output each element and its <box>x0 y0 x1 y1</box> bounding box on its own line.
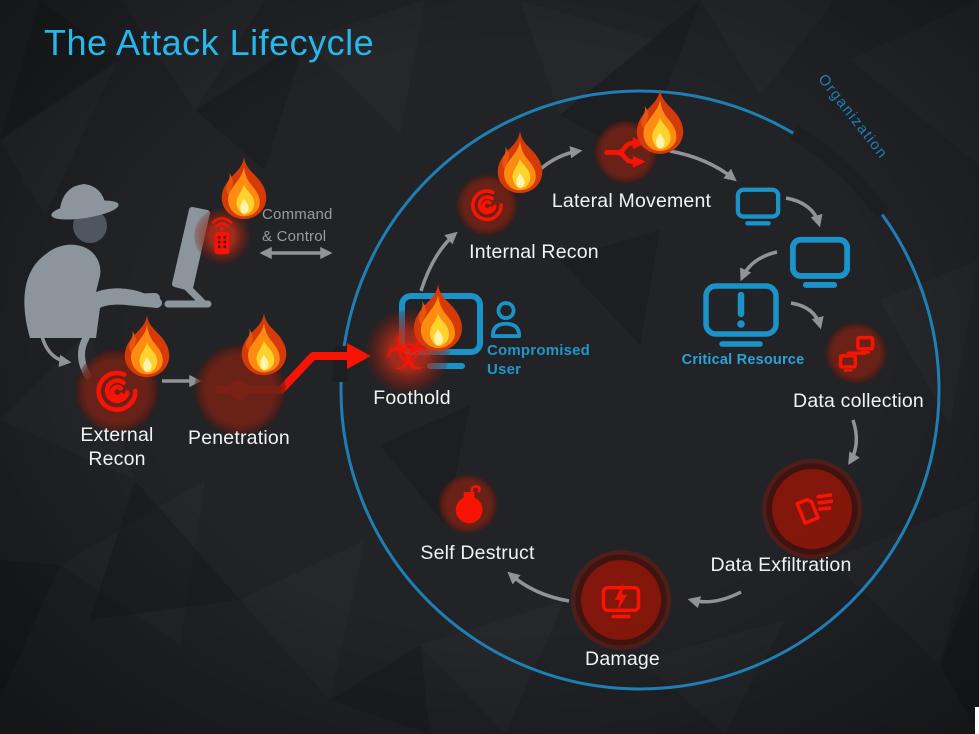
fire-icon <box>408 283 468 353</box>
penetration-label: Penetration <box>188 427 290 449</box>
damage-label: Damage <box>585 648 660 670</box>
foothold-label: Foothold <box>373 387 451 409</box>
hacker-silhouette <box>24 184 212 380</box>
arrow-endpoint-to-critical-resource <box>740 250 778 282</box>
lateral-movement-label: Lateral Movement <box>551 190 712 212</box>
data-exfiltration-label: Data Exfiltration <box>710 554 852 576</box>
arrow-data-exfiltration-to-damage <box>687 590 742 609</box>
screen-edge-artifact <box>975 707 979 734</box>
organization-circle <box>339 89 941 691</box>
fire-icon <box>119 314 175 379</box>
critical-resource-label: Critical Resource <box>681 352 805 368</box>
monitor-alert-icon <box>703 283 779 347</box>
command-control-label: Command & Control <box>262 206 333 245</box>
arrow-endpoint-to-endpoint <box>785 196 823 228</box>
monitor-icon <box>789 235 851 291</box>
fire-icon <box>631 88 689 156</box>
fire-icon <box>236 312 292 377</box>
arrow-foothold-to-internal-recon <box>419 231 458 292</box>
bomb-icon <box>452 484 488 525</box>
self-destruct-label: Self Destruct <box>420 542 535 564</box>
arrow-damage-to-self-destruct <box>507 571 570 603</box>
arrow-data-collection-to-data-exfiltration <box>848 419 860 465</box>
internal-recon-label: Internal Recon <box>469 241 599 263</box>
external-recon-label: External Recon <box>80 424 154 470</box>
data-collection-label: Data collection <box>793 390 924 412</box>
network-nodes-icon <box>838 335 876 373</box>
monitor-icon <box>735 186 781 228</box>
document-exfiltration-icon <box>791 488 833 530</box>
arrow-lateral-movement-to-endpoint <box>669 149 737 182</box>
remote-control-icon <box>208 216 236 257</box>
data-exfiltration-node <box>762 459 862 559</box>
compromised-user-label: Compromised User <box>487 342 591 378</box>
fire-icon <box>492 130 548 195</box>
person-icon <box>489 300 523 340</box>
page-title: The Attack Lifecycle <box>44 22 375 63</box>
arrow-critical-resource-to-data-collection <box>790 301 824 330</box>
monitor-lightning-icon <box>600 577 642 621</box>
